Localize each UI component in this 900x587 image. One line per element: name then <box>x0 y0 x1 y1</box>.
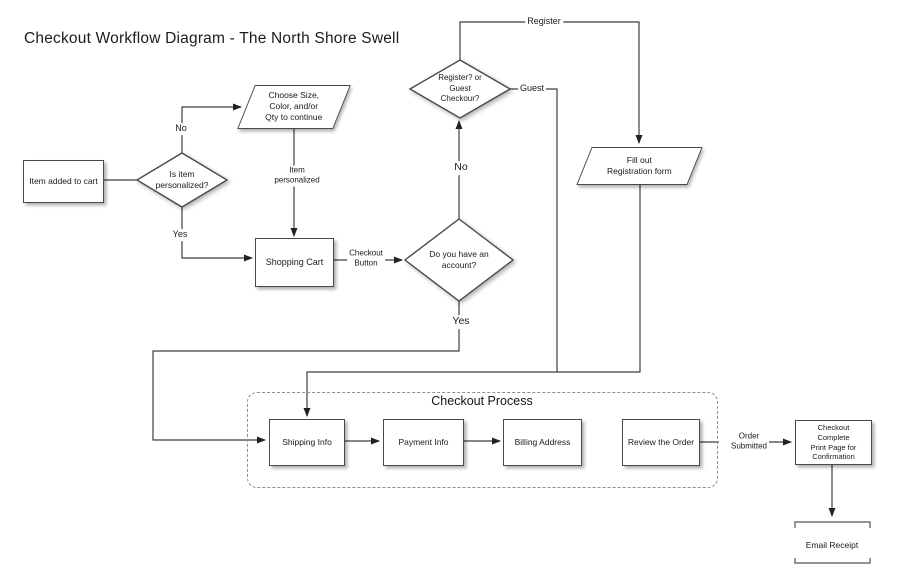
edge-label-yes-account: Yes <box>450 315 472 329</box>
node-choose-size-color-qty: Choose Size, Color, and/or Qty to contin… <box>237 85 351 129</box>
node-do-you-have-account: Do you have an account? <box>403 218 515 302</box>
edge-label-no-account: No <box>452 161 470 175</box>
node-billing-address: Billing Address <box>503 419 582 466</box>
edge-label-order-submitted: Order Submitted <box>728 431 770 453</box>
node-label: Checkout Complete Print Page for Confirm… <box>810 423 857 462</box>
node-label: Billing Address <box>514 436 571 447</box>
diagram-title: Checkout Workflow Diagram - The North Sh… <box>24 30 400 47</box>
node-label: Do you have an account? <box>429 248 489 270</box>
edge-label-item-personalized: Item personalized <box>272 165 322 187</box>
checkout-process-container <box>247 392 718 488</box>
checkout-process-title: Checkout Process <box>431 394 533 408</box>
edge-yes-to-cart <box>181 207 253 262</box>
edge-label-register: Register <box>525 16 563 28</box>
edge-label-yes-personalized: Yes <box>170 229 190 241</box>
edge-label-checkout-button: Checkout Button <box>347 248 385 270</box>
node-email-receipt: Email Receipt <box>805 540 859 550</box>
diamond-shape <box>403 218 515 302</box>
node-checkout-complete: Checkout Complete Print Page for Confirm… <box>795 420 872 465</box>
edge-no-to-choose-size <box>181 103 242 153</box>
edge-guest-down <box>510 88 558 372</box>
node-review-the-order: Review the Order <box>622 419 700 466</box>
node-label: Register? or Guest Checkour? <box>438 73 482 104</box>
node-is-item-personalized: Is item personalized? <box>135 152 229 208</box>
node-register-or-guest: Register? or Guest Checkour? <box>408 59 512 119</box>
node-shipping-info: Shipping Info <box>269 419 345 466</box>
node-label: Shipping Info <box>282 436 332 447</box>
node-label: Review the Order <box>627 436 695 447</box>
diamond-shape <box>135 152 229 208</box>
node-label: Choose Size, Color, and/or Qty to contin… <box>265 90 323 123</box>
node-payment-info: Payment Info <box>383 419 464 466</box>
edge-label-guest: Guest <box>517 83 547 95</box>
node-label: Payment Info <box>398 436 449 447</box>
node-label: Shopping Cart <box>265 256 324 267</box>
node-label: Is item personalized? <box>155 168 209 190</box>
node-shopping-cart: Shopping Cart <box>255 238 334 287</box>
node-fill-out-registration-form: Fill out Registration form <box>576 147 703 185</box>
diamond-shape <box>408 59 512 119</box>
edge-label-no-personalized: No <box>173 123 189 135</box>
node-label: Fill out Registration form <box>607 154 672 176</box>
node-item-added-to-cart: Item added to cart <box>23 160 104 203</box>
node-label: Item added to cart <box>29 175 98 186</box>
